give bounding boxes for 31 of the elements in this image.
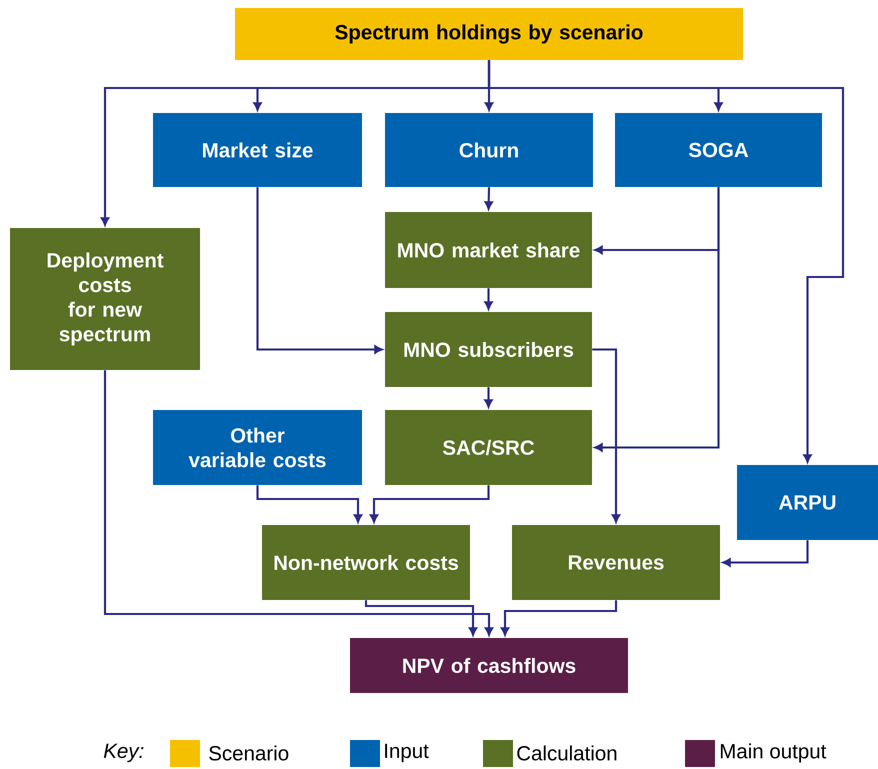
arrow — [484, 387, 493, 408]
calculation-box: SAC/SRC — [385, 410, 592, 485]
arrow — [722, 540, 809, 567]
arrow — [488, 60, 844, 462]
input-box: Churn — [385, 113, 594, 187]
arrow — [594, 187, 720, 452]
arrow — [592, 348, 620, 522]
scenario-box: Spectrum holdings by scenario — [235, 8, 744, 60]
calculation-box: MNO subscribers — [385, 312, 592, 387]
arrow — [364, 600, 478, 636]
arrow — [256, 485, 362, 522]
input-box: Market size — [153, 113, 362, 187]
calculation-box: MNO market share — [385, 212, 592, 288]
arrow — [256, 187, 382, 354]
arrow — [500, 600, 618, 636]
arrow — [370, 485, 490, 522]
key-label: Key: — [104, 744, 144, 762]
legend-label: Scenario — [209, 745, 288, 761]
arrow — [484, 187, 493, 210]
input-box: Other variable costs — [153, 410, 362, 485]
calculation-box: Deployment costs for new spectrum — [10, 228, 200, 370]
arrow — [484, 288, 493, 310]
legend-label: Calculation — [517, 745, 616, 761]
legend-label: Main output — [720, 743, 826, 763]
legend-label: Input — [385, 744, 429, 762]
calculation-box: Revenues — [512, 525, 720, 600]
input-box: SOGA — [615, 113, 822, 187]
arrow — [104, 370, 494, 636]
calculation-box: Non-network costs — [262, 525, 470, 600]
input-box: ARPU — [737, 465, 878, 540]
output-box: NPV of cashflows — [350, 638, 628, 693]
